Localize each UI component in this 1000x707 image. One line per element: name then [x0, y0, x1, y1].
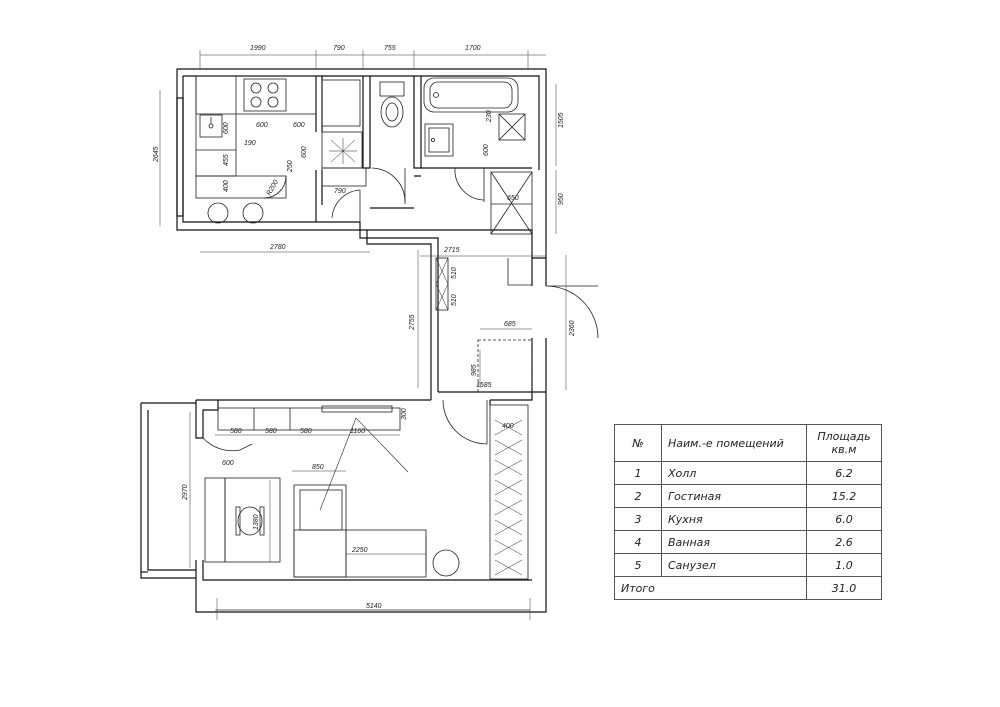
hall-furniture: [435, 171, 599, 445]
dim-hall-2715: 2715: [443, 247, 460, 254]
stool-left: [207, 202, 229, 224]
bath-furniture: [423, 77, 526, 202]
dim-right-950: 950: [558, 193, 565, 205]
dim-living-850: 850: [312, 464, 324, 471]
dim-kitchen-600-a: 600: [256, 122, 268, 129]
room-area-table: № Наим.-е помещений Площадь кв.м 1 Холл …: [614, 424, 882, 600]
header-num: №: [614, 424, 662, 462]
table-total-row: Итого 31.0: [614, 576, 882, 600]
dim-hall-510-a: 510: [451, 267, 458, 279]
dim-top-1700: 1700: [465, 45, 481, 52]
row-name: Гостиная: [661, 484, 807, 508]
desk: [224, 477, 281, 563]
table-header-row: № Наим.-е помещений Площадь кв.м: [614, 424, 882, 462]
dim-living-1160: 1160: [350, 428, 365, 435]
dim-living-580-b: 580: [265, 428, 277, 435]
dim-hall-1585: 1585: [476, 382, 492, 389]
dim-living-600: 600: [222, 460, 234, 467]
row-area: 1.0: [806, 553, 882, 577]
dim-left-2645: 2645: [153, 146, 160, 163]
row-num: 3: [614, 507, 662, 531]
dim-hall-2755: 2755: [409, 314, 416, 331]
row-num: 4: [614, 530, 662, 554]
total-area: 31.0: [806, 576, 882, 600]
dim-kitchen-790: 790: [334, 188, 346, 195]
dimension-labels: 1990 790 755 1700 2645 1505 950 2780 600…: [153, 45, 576, 610]
walls: [140, 68, 547, 613]
dim-kitchen-400: 400: [223, 180, 230, 192]
table-row: 5 Санузел 1.0: [614, 553, 882, 577]
header-area: Площадь кв.м: [806, 424, 882, 462]
row-area: 15.2: [806, 484, 882, 508]
dim-right-1505: 1505: [558, 112, 565, 128]
dim-kitchen-250: 250: [287, 160, 294, 173]
table-row: 3 Кухня 6.0: [614, 507, 882, 531]
header-name: Наим.-е помещений: [661, 424, 807, 462]
row-name: Холл: [661, 461, 807, 485]
side-table: [432, 549, 460, 577]
dim-living-5140: 5140: [366, 603, 382, 610]
kitchen-window: [176, 97, 184, 217]
dim-living-2250: 2250: [351, 547, 368, 554]
living-furniture: [202, 404, 529, 580]
toilet-tank: [379, 81, 405, 97]
washbasin: [424, 123, 454, 157]
row-area: 2.6: [806, 530, 882, 554]
header-area-line2: кв.м: [831, 443, 857, 456]
dim-hall-650: 650: [507, 195, 519, 202]
table-row: 1 Холл 6.2: [614, 461, 882, 485]
dim-hall-2360: 2360: [569, 320, 576, 337]
sink: [199, 114, 223, 138]
dim-living-580-a: 580: [230, 428, 242, 435]
hall-wardrobe: [490, 171, 533, 235]
row-name: Ванная: [661, 530, 807, 554]
dim-bath-230: 230: [486, 110, 493, 123]
dim-hall-685: 685: [504, 321, 516, 328]
sofa: [293, 484, 347, 578]
table-row: 4 Ванная 2.6: [614, 530, 882, 554]
row-area: 6.2: [806, 461, 882, 485]
desk-chair: [237, 506, 263, 536]
row-num: 5: [614, 553, 662, 577]
dim-living-580-c: 580: [300, 428, 312, 435]
dim-kitchen-r200: R200: [266, 179, 280, 197]
dim-living-400: 400: [502, 423, 514, 430]
row-name: Кухня: [661, 507, 807, 531]
stool-right: [242, 202, 264, 224]
living-wardrobe: [489, 404, 529, 580]
dim-kitchen-600-d: 600: [301, 146, 308, 158]
dim-kitchen-600-c: 600: [223, 122, 230, 134]
dim-hall-985: 985: [471, 364, 478, 376]
row-num: 1: [614, 461, 662, 485]
dim-living-1380: 1380: [253, 514, 260, 530]
dim-top-790: 790: [333, 45, 345, 52]
dim-kitchen-600-b: 600: [293, 122, 305, 129]
dim-living-300: 300: [401, 408, 408, 420]
wc-furniture: [371, 81, 406, 204]
dim-kitchen-2780: 2780: [269, 244, 286, 251]
row-num: 2: [614, 484, 662, 508]
dim-top-755: 755: [384, 45, 396, 52]
dim-hall-510-b: 510: [451, 294, 458, 306]
table-row: 2 Гостиная 15.2: [614, 484, 882, 508]
kitchen-furniture: [195, 75, 367, 224]
header-area-line1: Площадь: [817, 430, 871, 443]
dim-top-1990: 1990: [250, 45, 266, 52]
dim-bath-600: 600: [483, 144, 490, 156]
dim-kitchen-455: 455: [223, 154, 230, 166]
stove: [243, 78, 287, 112]
row-name: Санузел: [661, 553, 807, 577]
total-label: Итого: [614, 576, 807, 600]
row-area: 6.0: [806, 507, 882, 531]
dim-kitchen-190: 190: [244, 140, 256, 147]
dimension-lines: [159, 50, 567, 620]
dim-living-2970: 2970: [182, 484, 189, 501]
bathtub: [423, 77, 519, 113]
